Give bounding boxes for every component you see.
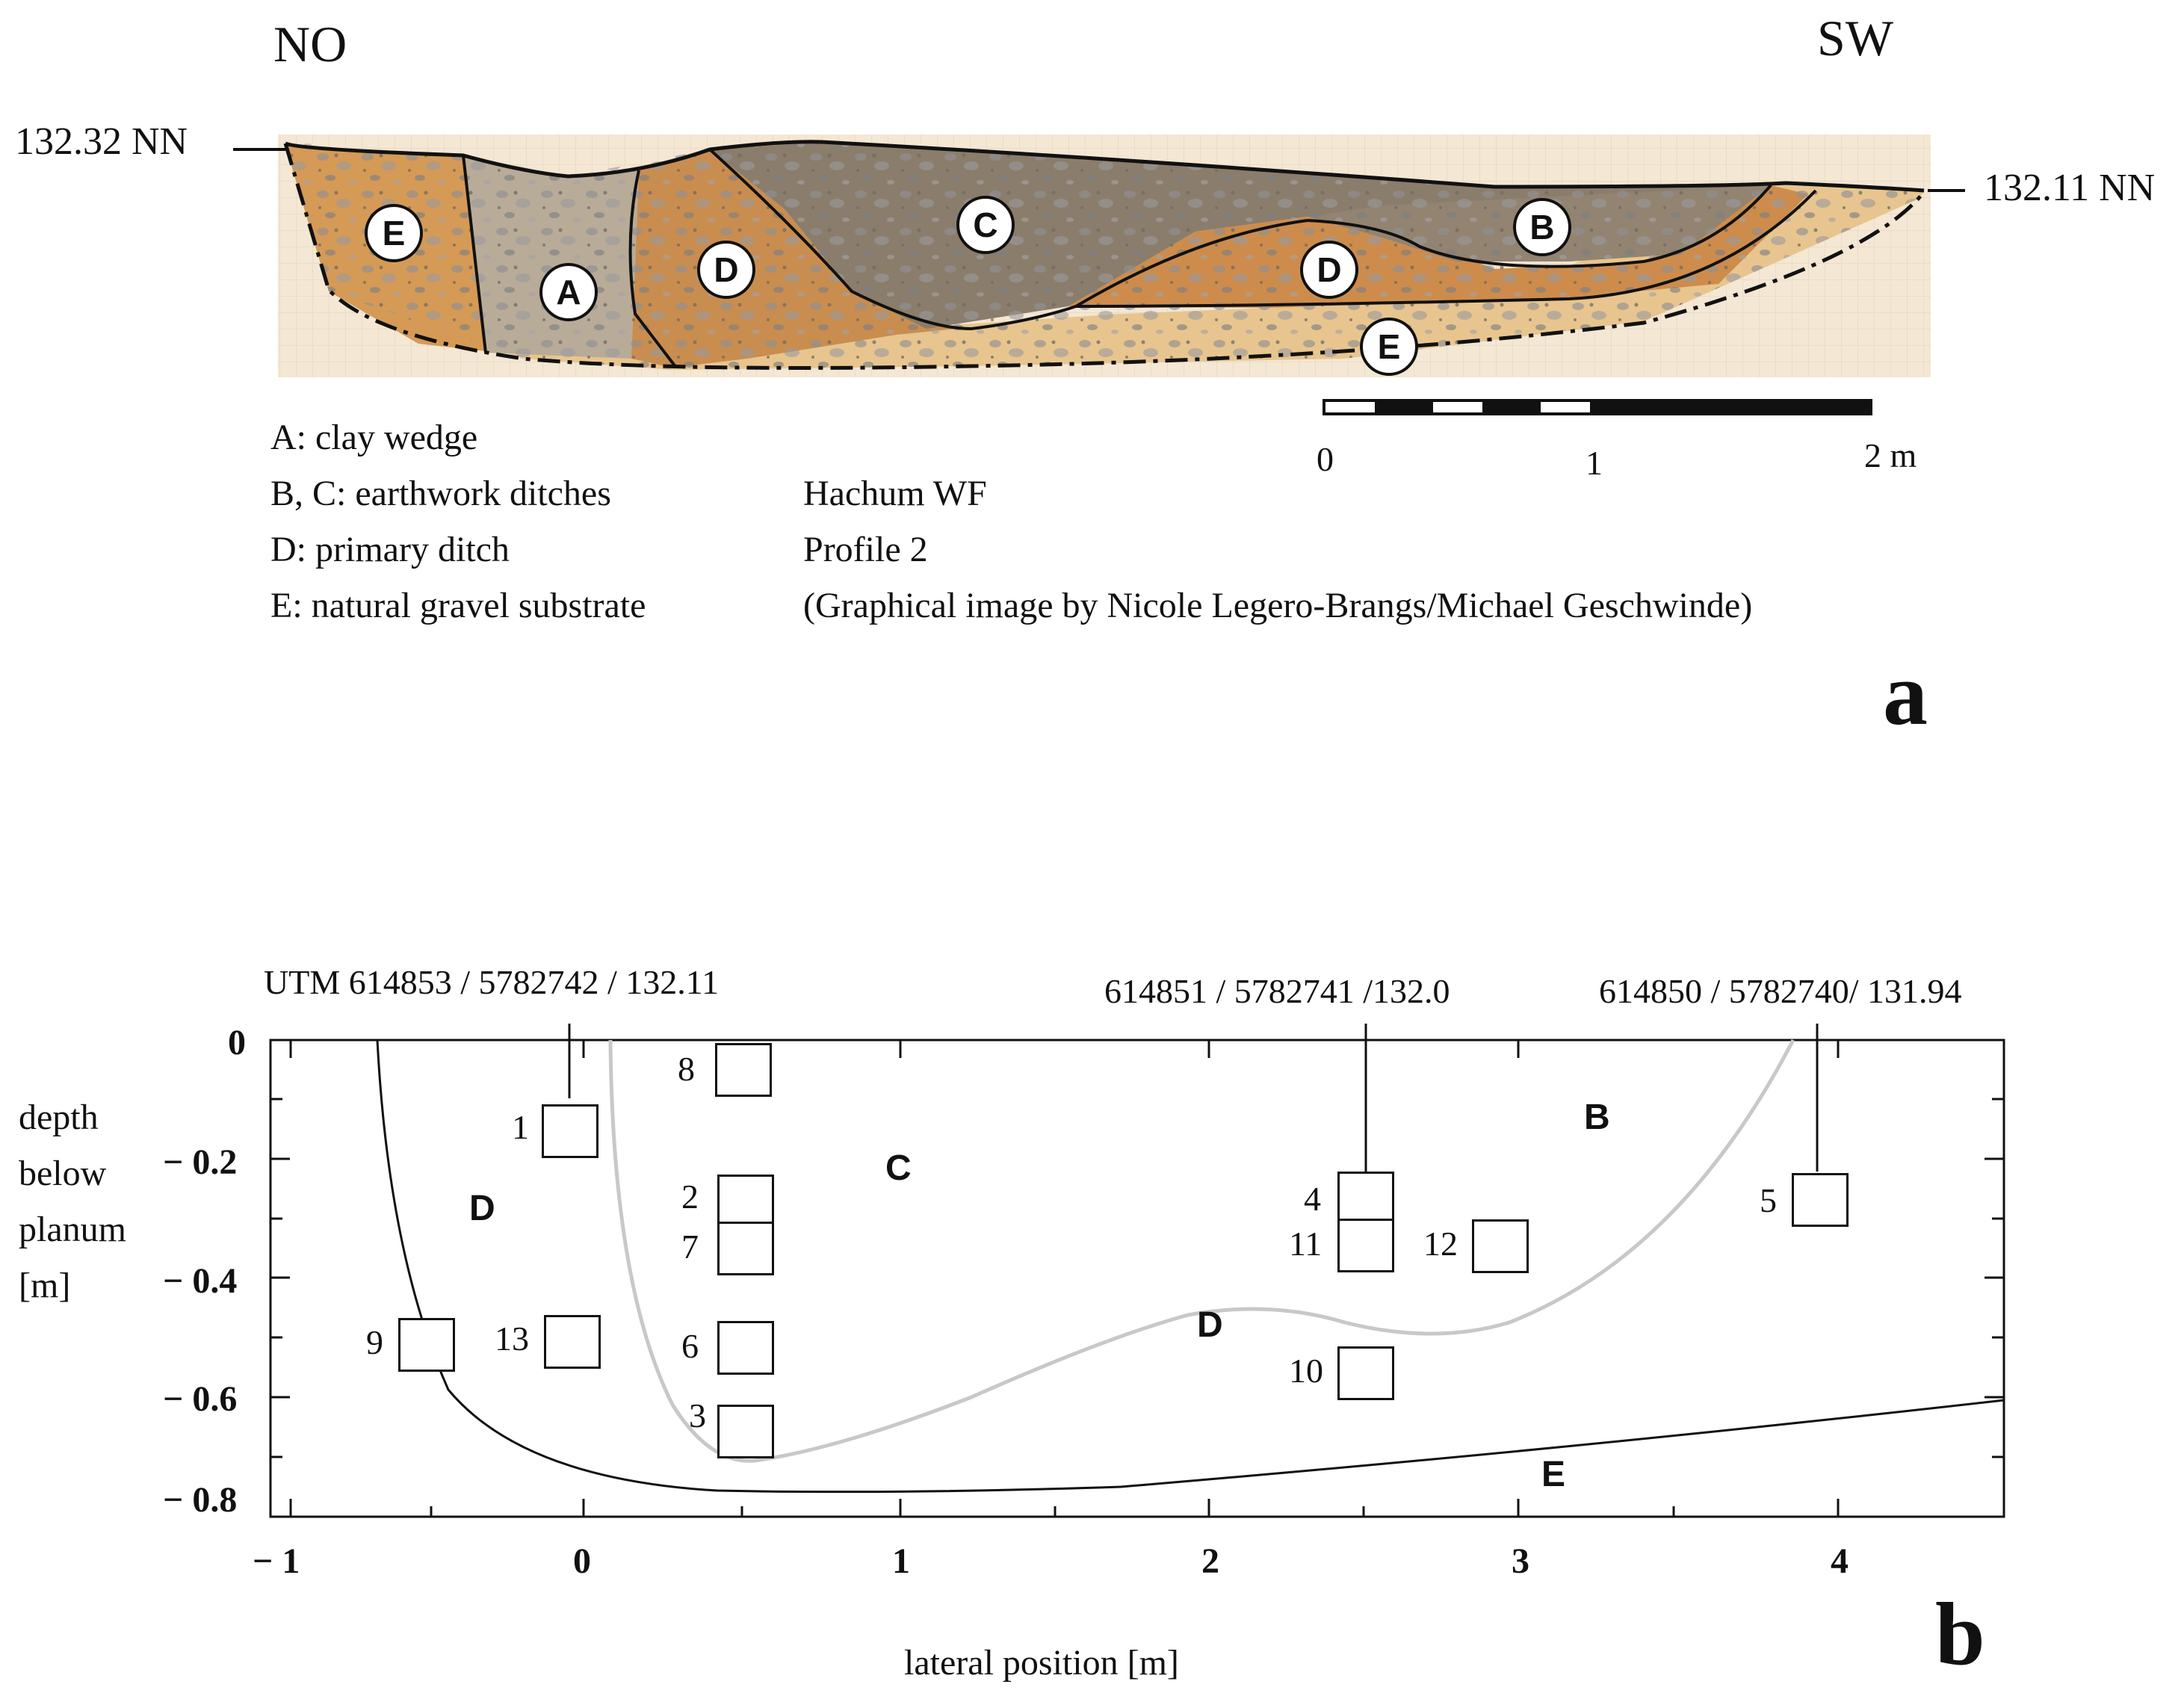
x-tick-2: 2 (1201, 1541, 1219, 1581)
sample-label-5: 5 (1760, 1181, 1777, 1219)
sample-label-12: 12 (1423, 1225, 1458, 1263)
sample-box-4 (1337, 1172, 1394, 1225)
right-elevation-label: 132.11 NN (1984, 167, 2156, 209)
plot-frame (269, 1039, 2005, 1518)
legend-item-e: E: natural gravel substrate (270, 586, 646, 625)
scale-label-1: 1 (1586, 444, 1603, 482)
legend-item-d: D: primary ditch (270, 530, 510, 569)
y-axis-title-line: [m] (19, 1266, 71, 1305)
y-axis-title: depth below planum [m] (19, 1089, 126, 1313)
y-axis-title-line: below (19, 1154, 107, 1193)
scale-label-0: 0 (1317, 440, 1334, 478)
sample-box-10 (1337, 1346, 1394, 1400)
layer-marker-a: A (539, 263, 598, 321)
layer-marker-b: B (1513, 198, 1571, 256)
legend-item-a: A: clay wedge (270, 418, 478, 457)
y-tick-0-6: − 0.6 (163, 1379, 238, 1419)
x-tick-4: 4 (1831, 1541, 1849, 1581)
legend-item-bc: B, C: earthwork ditches (270, 474, 611, 513)
image-credit: (Graphical image by Nicole Legero-Brangs… (803, 586, 1753, 625)
layer-marker-e-left: E (365, 204, 423, 262)
zone-label-d-left: D (469, 1189, 495, 1228)
y-tick-0-8: − 0.8 (163, 1480, 238, 1520)
x-tick-1: 1 (892, 1541, 910, 1581)
layer-marker-text: E (382, 214, 406, 253)
zone-label-b: B (1584, 1098, 1610, 1137)
y-tick-0-2: − 0.2 (163, 1142, 238, 1182)
sample-box-11 (1337, 1219, 1394, 1272)
layer-marker-text: A (556, 273, 581, 312)
sample-box-7 (717, 1222, 774, 1275)
utm-label-left: UTM 614853 / 5782742 / 132.11 (264, 963, 720, 1001)
sample-label-4: 4 (1304, 1180, 1321, 1218)
panel-letter-b: b (1935, 1584, 1985, 1683)
panel-letter-a: a (1883, 644, 1928, 743)
sample-box-3 (717, 1405, 774, 1458)
direction-northeast-label: NO (273, 16, 347, 72)
sample-label-8: 8 (678, 1050, 695, 1088)
sample-box-12 (1472, 1219, 1529, 1273)
direction-southwest-label: SW (1817, 10, 1893, 66)
left-elevation-label: 132.32 NN (15, 120, 188, 163)
sample-label-13: 13 (495, 1319, 529, 1358)
sample-box-8 (715, 1043, 772, 1097)
site-name: Hachum WF (803, 474, 987, 513)
utm-label-right: 614850 / 5782740/ 131.94 (1599, 972, 1962, 1010)
layer-marker-d-left: D (697, 241, 755, 299)
y-tick-0: 0 (228, 1023, 246, 1062)
legend: A: clay wedge B, C: earthwork ditches D:… (270, 409, 646, 634)
utm-label-middle: 614851 / 5782741 /132.0 (1104, 972, 1450, 1010)
site-caption: Hachum WF Profile 2 (Graphical image by … (803, 465, 1752, 634)
sample-box-6 (717, 1321, 774, 1375)
layer-marker-text: D (714, 250, 739, 289)
sample-label-9: 9 (366, 1323, 383, 1361)
scale-bar (1323, 399, 1872, 415)
y-axis-title-line: planum (19, 1210, 126, 1249)
zone-label-d-right: D (1197, 1305, 1223, 1345)
layer-marker-text: D (1317, 250, 1342, 289)
sample-label-10: 10 (1289, 1352, 1323, 1390)
sample-box-5 (1792, 1173, 1849, 1227)
sample-label-11: 11 (1289, 1225, 1323, 1263)
sample-box-1 (542, 1104, 598, 1158)
layer-marker-c: C (956, 196, 1015, 254)
sample-label-2: 2 (681, 1178, 699, 1216)
y-axis-ticks (270, 1098, 2004, 1458)
x-axis-ticks (289, 1040, 1840, 1517)
sample-label-7: 7 (681, 1228, 699, 1266)
x-axis-title: lateral position [m] (904, 1643, 1179, 1683)
soil-profile-drawing (233, 134, 1965, 377)
boundary-c-d-b (608, 1039, 1795, 1463)
layer-marker-text: E (1377, 327, 1401, 366)
layer-marker-text: C (973, 205, 998, 244)
profile-name: Profile 2 (803, 530, 928, 569)
zone-label-e: E (1541, 1455, 1566, 1494)
sample-label-1: 1 (512, 1108, 529, 1146)
layer-marker-e-bottom: E (1360, 318, 1418, 376)
sample-box-9 (398, 1318, 455, 1372)
depth-profile-plot (269, 1024, 2005, 1518)
zone-label-c: C (885, 1148, 912, 1188)
x-tick-0: 0 (573, 1541, 591, 1581)
boundary-d-e (376, 1039, 2005, 1494)
x-tick-3: 3 (1512, 1541, 1529, 1581)
sample-label-3: 3 (689, 1396, 706, 1435)
y-axis-title-line: depth (19, 1098, 99, 1137)
sample-box-2 (717, 1175, 774, 1228)
scale-label-2: 2 m (1864, 436, 1917, 474)
layer-marker-text: B (1529, 208, 1555, 247)
y-tick-0-4: − 0.4 (163, 1261, 238, 1301)
sample-box-13 (544, 1315, 601, 1369)
layer-marker-d-right: D (1300, 241, 1358, 299)
sample-label-6: 6 (681, 1327, 699, 1365)
x-tick-minus-1: − 1 (253, 1541, 300, 1581)
